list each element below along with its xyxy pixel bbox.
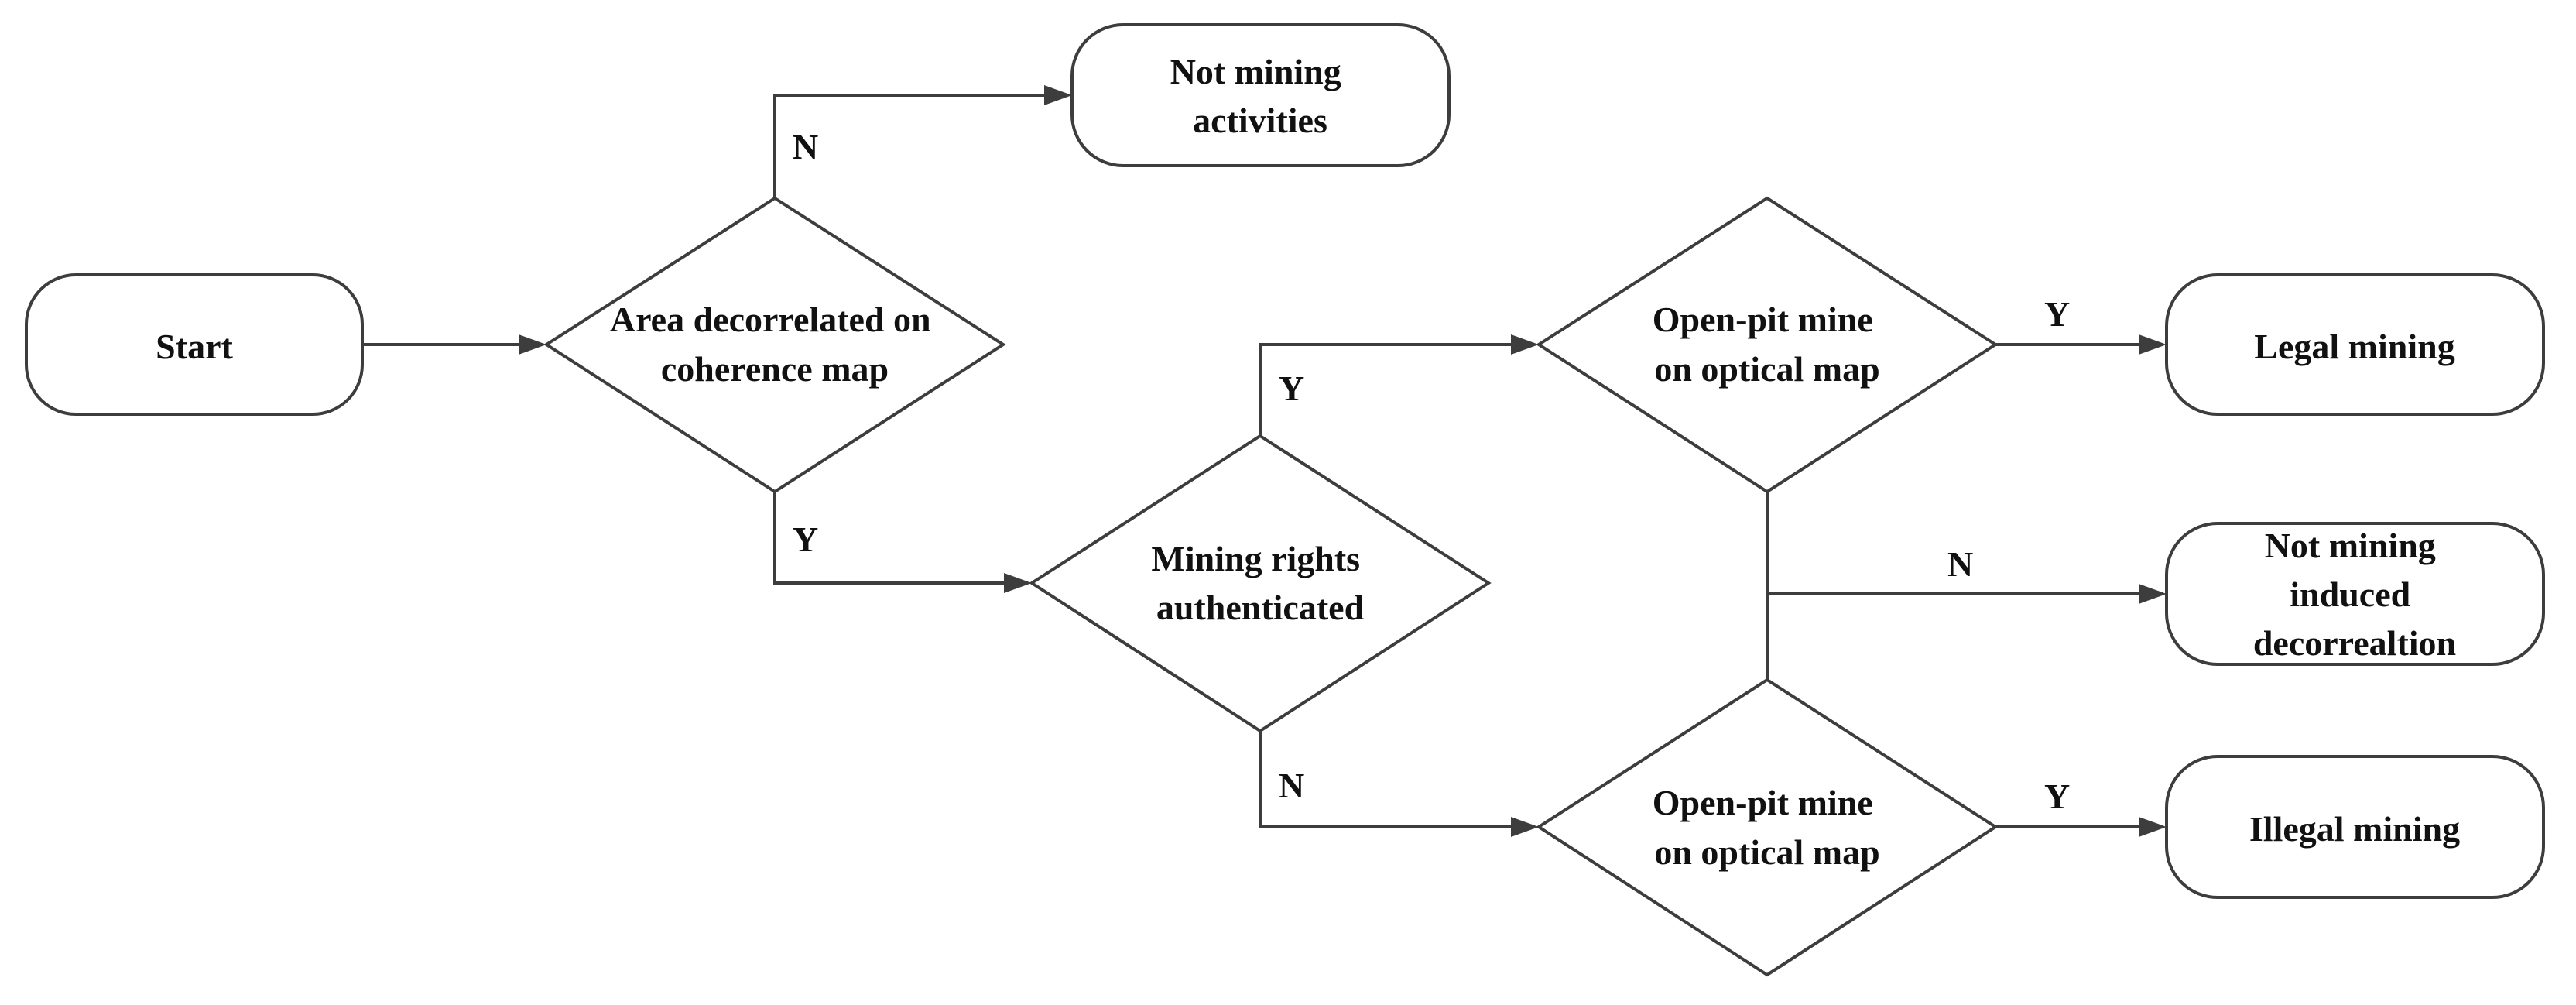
openpit-bottom-label: Open-pit mine on optical map xyxy=(1653,783,1882,872)
arrowhead-openpit-top-yes xyxy=(2139,334,2167,355)
not-mining-activities-label: Not mining activities xyxy=(1170,52,1351,140)
not-mining-induced-line-2: induced xyxy=(2290,575,2410,614)
not-mining-activities-terminator xyxy=(1070,23,1451,167)
edge-decorrelated-no xyxy=(773,94,1044,198)
not-mining-activities-line-1: Not mining xyxy=(1170,52,1341,91)
edge-decorrelated-yes xyxy=(773,492,1004,585)
arrowhead-openpit-bottom-yes xyxy=(2139,817,2167,837)
arrowhead-openpit-merge-no xyxy=(2139,584,2167,604)
illegal-mining-line: Illegal mining xyxy=(2249,809,2460,849)
openpit-top-label: Open-pit mine on optical map xyxy=(1653,300,1882,389)
decorrelated-label: Area decorrelated on coherence map xyxy=(610,300,940,389)
openpit-top-yes-label: Y xyxy=(2044,294,2070,334)
openpit-bottom-line-1: Open-pit mine xyxy=(1653,783,1873,822)
openpit-top-line-1: Open-pit mine xyxy=(1653,300,1873,339)
decorrelated-label-line-2: coherence map xyxy=(661,349,889,389)
edge-rights-no xyxy=(1259,731,1511,828)
legal-mining-line: Legal mining xyxy=(2254,327,2454,366)
openpit-top-decision xyxy=(1536,196,1999,494)
openpit-top-line-2: on optical map xyxy=(1654,349,1879,389)
rights-yes-label: Y xyxy=(1279,369,1304,408)
start-label-line: Start xyxy=(156,327,233,366)
mining-rights-line-1: Mining rights xyxy=(1151,539,1360,578)
start-label: Start xyxy=(156,327,233,366)
openpit-bottom-decision xyxy=(1536,677,1999,977)
openpit-bottom-line-2: on optical map xyxy=(1654,832,1879,872)
not-mining-activities-line-2: activities xyxy=(1193,101,1327,140)
openpit-merge-no-label: N xyxy=(1947,544,1973,584)
rights-no-label: N xyxy=(1279,766,1304,805)
edge-rights-yes xyxy=(1259,343,1511,436)
not-mining-induced-line-3: decorrealtion xyxy=(2253,623,2456,663)
decorrelated-no-label: N xyxy=(793,127,818,166)
decorrelated-decision xyxy=(543,196,1006,494)
legal-mining-label: Legal mining xyxy=(2254,327,2454,366)
decorrelated-label-line-1: Area decorrelated on xyxy=(610,300,931,339)
illegal-mining-label: Illegal mining xyxy=(2249,809,2460,849)
not-mining-induced-line-1: Not mining xyxy=(2265,526,2436,565)
decorrelated-yes-label: Y xyxy=(793,520,818,559)
not-mining-induced-label: Not mining induced decorrealtion xyxy=(2253,526,2456,663)
mining-rights-line-2: authenticated xyxy=(1156,588,1365,627)
openpit-bottom-yes-label: Y xyxy=(2044,777,2070,816)
arrowhead-decorrelated-yes xyxy=(1004,573,1032,593)
arrowhead-start-to-decorrelated xyxy=(519,334,546,355)
arrowhead-decorrelated-no xyxy=(1044,85,1072,105)
arrowhead-rights-yes xyxy=(1511,334,1539,355)
arrowhead-rights-no xyxy=(1511,817,1539,837)
mining-rights-label: Mining rights authenticated xyxy=(1151,539,1368,627)
mining-rights-decision xyxy=(1029,434,1492,733)
